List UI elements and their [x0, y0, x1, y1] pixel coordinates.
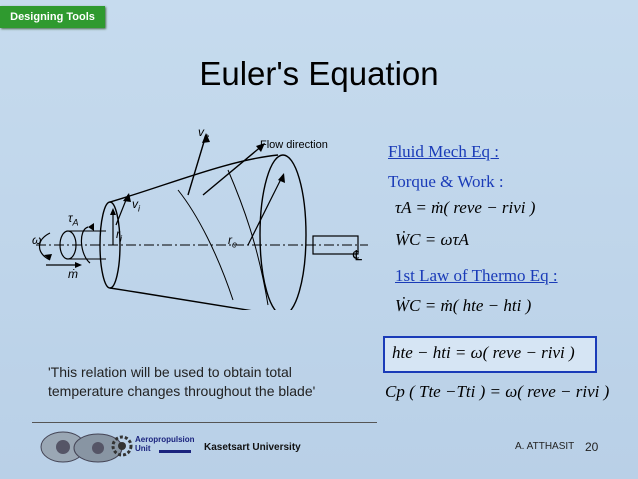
ve-label: ve [198, 125, 210, 142]
omega-label: ω [32, 233, 42, 247]
thermo-heading: 1st Law of Thermo Eq : [395, 266, 558, 285]
flow-direction-label: Flow direction [260, 139, 328, 151]
author-name: A. ATTHASIT [515, 441, 575, 452]
boxed-equation: hte − hti = ω( reve − rivi ) [392, 343, 575, 362]
page-number: 20 [585, 440, 599, 454]
fluid-mech-heading: Fluid Mech Eq : [388, 142, 499, 161]
re-label: re [228, 233, 238, 250]
section-tag: Designing Tools [0, 6, 105, 28]
aeropropulsion-unit-logo: Aeropropulsion Unit [135, 435, 195, 453]
vi-label: vi [132, 197, 140, 214]
footer-divider [32, 422, 377, 423]
slide-title: Euler's Equation [199, 55, 439, 92]
temperature-equation: Cp ( Tte −Tti ) = ω( reve − rivi ) [385, 382, 610, 401]
gear-icon [111, 435, 133, 457]
work-enthalpy-equation: ẆC = ṁ( hte − hti ) [395, 296, 532, 315]
torque-work-heading: Torque & Work : [388, 172, 504, 191]
mdot-label: ṁ [68, 267, 78, 281]
power-equation: ẆC = ωτA [395, 230, 469, 249]
university-name: Kasetsart University [204, 442, 301, 453]
ri-label: ri [116, 227, 122, 244]
torque-equation: τA = ṁ( reve − rivi ) [395, 198, 536, 217]
centerline-symbol: ℄ [353, 247, 362, 263]
tau-a-label: τA [68, 211, 79, 228]
euler-diagram: ve Flow direction vi τA ω ri re ṁ ℄ [28, 115, 378, 316]
boxed-equation-frame [383, 336, 597, 373]
relation-note: 'This relation will be used to obtain to… [48, 364, 316, 399]
